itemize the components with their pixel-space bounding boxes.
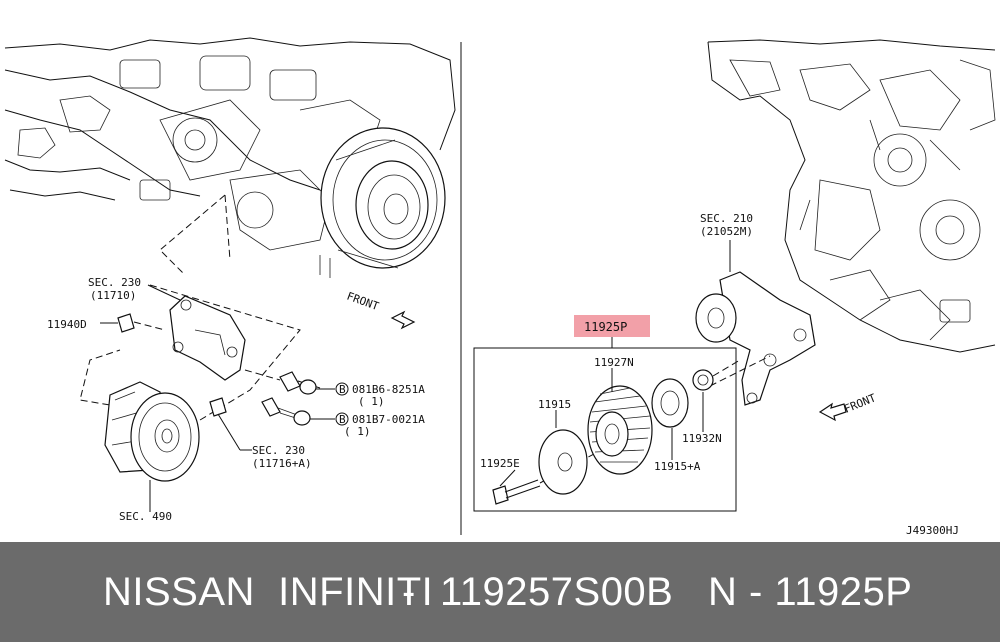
exploded-parts-diagram: SEC. 230 (11710) 11940D FRONT B 081B6-82…: [4, 37, 996, 537]
clip-11940d-drawing: [100, 313, 166, 333]
label-11925e: 11925E: [480, 457, 520, 470]
label-081b6-qty: ( 1): [358, 395, 385, 408]
plate-11915-drawing: [538, 429, 588, 495]
crankshaft-pulley-drawing: [320, 127, 446, 269]
label-11940d: 11940D: [47, 318, 87, 331]
power-steering-pump-drawing: [104, 381, 200, 482]
idler-bracket-drawing: [695, 271, 816, 406]
part-info-banner: NISSAN INFINITI - 119257S00B N - 11925P: [0, 542, 1000, 642]
engine-block-drawing-right: [707, 39, 996, 353]
bolt-081b7-drawing: [261, 397, 349, 426]
label-front-left: FRONT: [345, 290, 381, 314]
label-081b6: 081B6-8251A: [352, 383, 425, 396]
separator: -: [402, 569, 416, 614]
label-sec490: SEC. 490: [119, 510, 172, 523]
part-number: 119257S00B: [440, 569, 674, 614]
label-front-right: FRONT: [842, 391, 878, 416]
label-11927n: 11927N: [594, 356, 634, 369]
label-11925p-highlight: 11925P: [584, 320, 627, 334]
brand-label: NISSAN INFINITI: [103, 569, 434, 614]
catalog-code: N - 11925P: [708, 569, 913, 614]
front-arrow-left: [390, 310, 416, 330]
label-11915a: 11915+A: [654, 460, 701, 473]
leader-sec230-top: [147, 284, 181, 301]
label-081b7-qty: ( 1): [344, 425, 371, 438]
assembly-frame: [473, 347, 737, 512]
engine-block-drawing-left: [4, 37, 456, 278]
label-sec230-bottom-num: (11716+A): [252, 457, 312, 470]
plate-11915a-drawing: [651, 378, 689, 428]
diagram-ref-code: J49300HJ: [906, 524, 959, 537]
pump-bracket-drawing: [169, 295, 246, 381]
label-11932n: 11932N: [682, 432, 722, 445]
label-sec210: SEC. 210: [700, 212, 753, 225]
spacer-11932n-drawing: [692, 359, 741, 391]
leader-11925e: [499, 469, 516, 487]
label-sec210-num: (21052M): [700, 225, 753, 238]
pulley-11927n-drawing: [587, 385, 653, 475]
label-11915: 11915: [538, 398, 571, 411]
idler-dash-line: [709, 355, 771, 387]
bolt-11716-drawing: [209, 397, 252, 451]
label-sec230-top: SEC. 230: [88, 276, 141, 289]
label-sec230-top-num: (11710): [90, 289, 136, 302]
bolt-marker-1: B: [339, 383, 346, 396]
pump-group-outline: [79, 284, 301, 421]
mounting-dash-line: [159, 194, 231, 276]
bolt-marker-2: B: [339, 413, 346, 426]
label-081b7: 081B7-0021A: [352, 413, 425, 426]
bolt-081b6-drawing: [244, 369, 349, 396]
label-sec230-bottom: SEC. 230: [252, 444, 305, 457]
front-arrow-right: [818, 402, 847, 422]
highlight-label-box: [574, 315, 650, 337]
